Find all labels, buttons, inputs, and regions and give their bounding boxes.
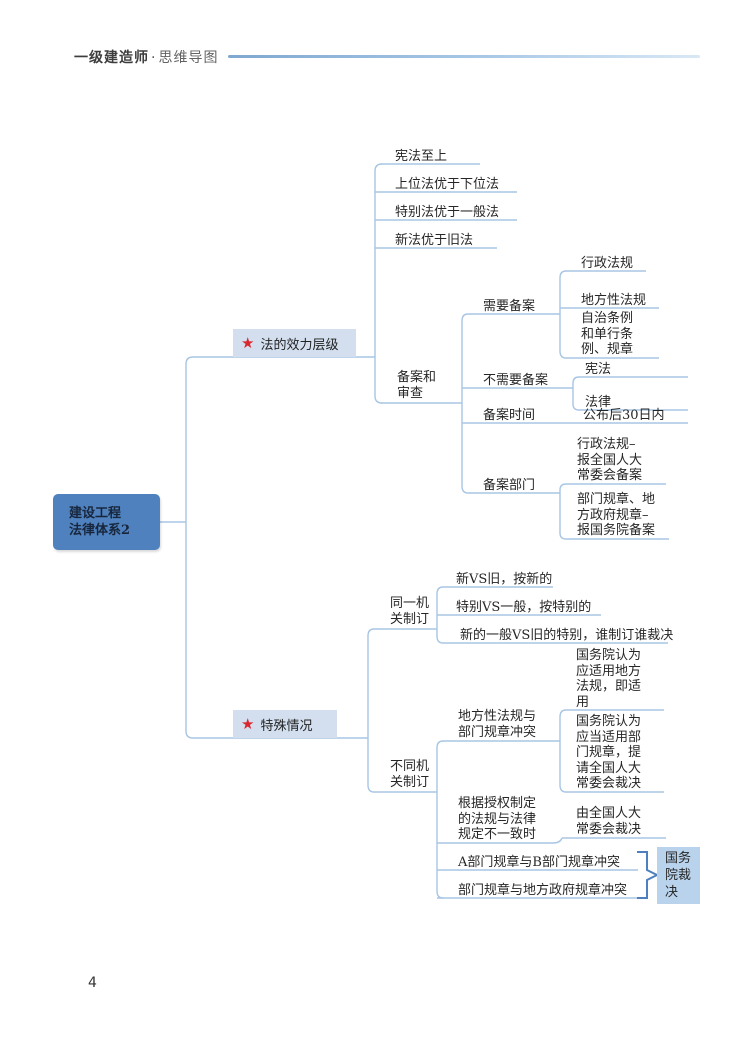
node-sc-apply-dept-npc: 国务院认为 应当适用部 门规章，提 请全国人大 常委会裁决	[576, 714, 642, 791]
node-admin-regulations: 行政法规	[581, 256, 634, 271]
node-local-regulations: 地方性法规	[581, 293, 647, 308]
node-constitution-supreme: 宪法至上	[395, 149, 448, 164]
node-special-over-general: 特别法优于一般法	[395, 205, 500, 220]
node-rules-to-statecouncil: 部门规章、地 方政府规章– 报国务院备案	[577, 492, 656, 538]
verdict-label: 国务 院裁 决	[665, 851, 692, 900]
node-need-filing: 需要备案	[483, 299, 536, 314]
node-admin-to-npc: 行政法规– 报全国人大 常委会备案	[577, 437, 643, 483]
node-filing-review: 备案和 审查	[397, 370, 437, 401]
node-higher-over-lower: 上位法优于下位法	[395, 177, 500, 192]
node-special-vs-general: 特别VS一般，按特别的	[456, 600, 592, 615]
node-local-vs-dept-conflict: 地方性法规与 部门规章冲突	[458, 709, 537, 740]
node-sc-apply-local: 国务院认为 应适用地方 法规，即适 用	[576, 648, 642, 710]
node-law: 法律	[585, 395, 612, 410]
star-icon: ★	[241, 714, 255, 733]
header-title: 一级建造师·思维导图	[74, 47, 218, 67]
node-filing-time: 备案时间	[483, 408, 536, 423]
root-node: 建设工程 法律体系2	[53, 494, 160, 550]
node-constitution: 宪法	[585, 362, 612, 377]
page-number: 4	[88, 975, 97, 991]
header-separator: ·	[151, 50, 157, 66]
node-deptA-vs-deptB: A部门规章与B部门规章冲突	[458, 855, 620, 870]
branch-node-effect-hierarchy: ★ 法的效力层级	[233, 329, 356, 357]
node-autonomous-rules: 自治条例 和单行条 例、规章	[581, 311, 634, 357]
node-filing-time-value: 公布后30日内	[583, 408, 665, 423]
node-same-organ: 同一机 关制订	[390, 596, 430, 627]
branch-label: 法的效力层级	[260, 337, 339, 353]
node-different-organ: 不同机 关制订	[390, 759, 430, 790]
node-dept-vs-localgov: 部门规章与地方政府规章冲突	[458, 883, 628, 898]
header-subtitle: 思维导图	[158, 50, 219, 66]
node-new-over-old: 新法优于旧法	[395, 233, 474, 248]
node-authorized-vs-law: 根据授权制定 的法规与法律 规定不一致时	[458, 796, 537, 842]
branch-label: 特殊情况	[260, 718, 313, 734]
node-no-filing: 不需要备案	[483, 373, 549, 388]
mindmap-wires	[160, 163, 688, 899]
node-newgeneral-vs-oldspecial: 新的一般VS旧的特别，谁制订谁裁决	[460, 628, 674, 643]
node-npc-decides: 由全国人大 常委会裁决	[576, 806, 642, 837]
header-brand: 一级建造师	[74, 50, 149, 66]
branch-node-special-cases: ★ 特殊情况	[233, 710, 337, 738]
star-icon: ★	[241, 333, 255, 352]
root-node-label: 建设工程 法律体系2	[69, 506, 131, 538]
verdict-node-state-council: 国务 院裁 决	[657, 847, 700, 904]
node-new-vs-old: 新VS旧，按新的	[456, 572, 553, 587]
header-rule	[228, 55, 700, 58]
node-filing-department: 备案部门	[483, 478, 536, 493]
brace-icon	[637, 851, 660, 899]
